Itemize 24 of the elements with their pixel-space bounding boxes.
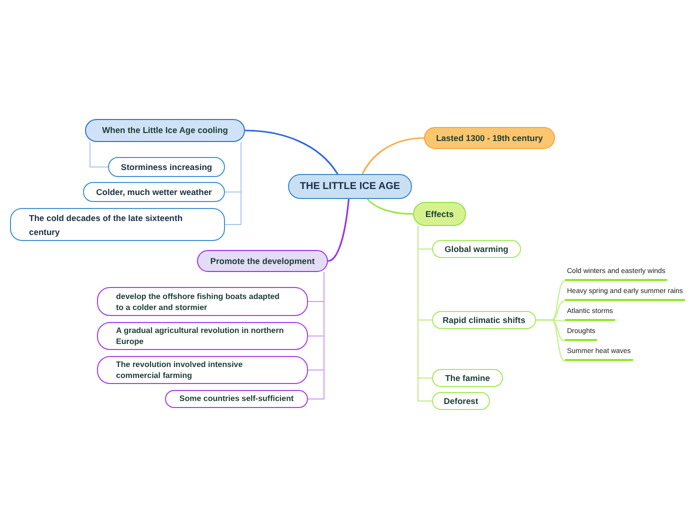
subtopic-box: Rapid climatic shifts [432,311,536,329]
subtopic-box: Deforest [432,392,490,410]
subtopic-box: The cold decades of the late sixteenth century [10,208,225,241]
connector-line [536,319,566,362]
connector-line [224,142,242,225]
connector-line [362,137,424,174]
main-topic-box: When the Little Ice Age cooling [85,119,245,142]
main-topic-box: Lasted 1300 - 19th century [424,127,555,149]
connector-line [328,198,350,262]
connector-line [308,272,324,400]
subtopic-box: Storminess increasing [108,157,225,177]
connector-line [244,130,338,174]
subtopic-box: Colder, much wetter weather [83,182,225,202]
subtopic-box: Global warming [432,240,521,258]
subtopic-box: The revolution involved intensive commercial farming [97,356,308,384]
subtopic-box: develop the offshore fishing boats adapted to a colder and stormier [97,287,308,316]
main-topic-box: Promote the development [197,250,328,272]
subtopic-box: The famine [432,369,503,387]
connector-line [366,198,414,215]
subtopic-box: A gradual agricultural revolution in northern Europe [97,322,308,350]
subtopic-box: Some countries self-sufficient [165,390,308,408]
main-topic-box: Effects [413,202,466,226]
central-topic-box: THE LITTLE ICE AGE [288,174,412,199]
connector-line [90,142,108,168]
